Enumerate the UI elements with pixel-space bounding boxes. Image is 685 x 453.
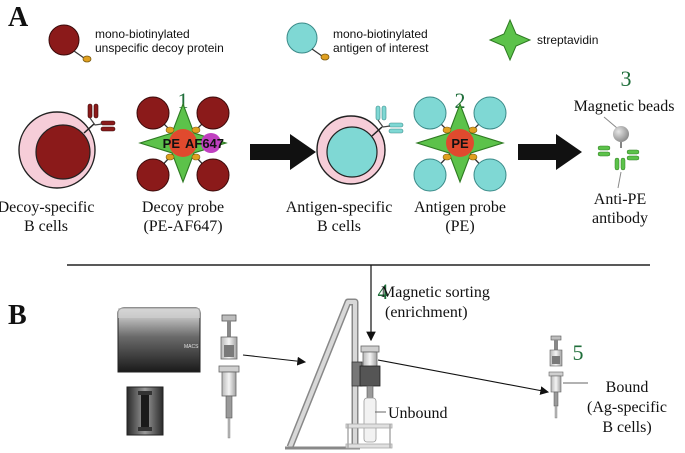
arrow-icon bbox=[377, 359, 550, 395]
step-1-number: 1 bbox=[178, 88, 189, 113]
legend-decoy-line1: mono-biotinylated bbox=[95, 27, 190, 41]
pe-only-tag: PE bbox=[451, 136, 469, 151]
sorting-label-1: Magnetic sorting bbox=[381, 284, 490, 301]
af647-tag: AF647 bbox=[185, 136, 224, 151]
column-icon bbox=[548, 371, 564, 419]
pe-core-icon bbox=[169, 129, 197, 157]
legend-antigen: mono-biotinylated antigen of interest bbox=[286, 22, 429, 61]
streptavidin-icon bbox=[488, 18, 532, 62]
decoy-probe-label-2: (PE-AF647) bbox=[143, 218, 222, 235]
biotin-icon bbox=[320, 53, 330, 61]
column-icon bbox=[218, 365, 240, 439]
syringe-icon bbox=[220, 314, 238, 360]
anti-pe-label-2: antibody bbox=[592, 210, 648, 227]
antigen-cells-label-2: B cells bbox=[317, 218, 361, 235]
legend-decoy-line2: unspecific decoy protein bbox=[95, 41, 224, 55]
bcr-antibody-icon bbox=[83, 103, 116, 134]
step-5-number: 5 bbox=[573, 340, 584, 365]
bcr-antibody-icon bbox=[371, 105, 404, 137]
bound-label-1: Bound bbox=[606, 379, 649, 396]
biotin-icon bbox=[82, 55, 92, 63]
legend-streptavidin: streptavidin bbox=[488, 18, 598, 62]
arrow-icon bbox=[242, 354, 307, 366]
unbound-label: Unbound bbox=[388, 405, 448, 422]
legend-streptavidin-text: streptavidin bbox=[537, 33, 598, 47]
af647-dye-icon bbox=[201, 133, 221, 153]
legend-antigen-line2: antigen of interest bbox=[333, 41, 429, 55]
decoy-probe-label-1: Decoy probe bbox=[142, 199, 224, 216]
collection-tube-rack bbox=[345, 397, 393, 449]
anti-pe-antibody-icon bbox=[597, 142, 640, 171]
sorting-label-2: (enrichment) bbox=[385, 304, 468, 321]
antigen-cells-label-1: Antigen-specific bbox=[286, 199, 393, 216]
decoy-protein-icon bbox=[196, 158, 230, 192]
legend-decoy: mono-biotinylated unspecific decoy prote… bbox=[48, 24, 224, 63]
antigen-probe: PE bbox=[413, 96, 507, 192]
macs-brand-text: MACS bbox=[184, 344, 199, 350]
decoy-protein-icon bbox=[136, 96, 170, 130]
decoy-protein-icon bbox=[196, 96, 230, 130]
decoy-cells-label-1: Decoy-specific bbox=[0, 199, 94, 216]
magnetic-stand bbox=[285, 298, 363, 450]
arrow-icon bbox=[518, 134, 582, 170]
bound-label-3: B cells) bbox=[602, 419, 651, 436]
antigen-icon bbox=[413, 158, 447, 192]
decoy-b-cell bbox=[18, 103, 116, 189]
antigen-icon bbox=[286, 22, 318, 54]
decoy-cells-label-2: B cells bbox=[24, 218, 68, 235]
antigen-b-cell bbox=[316, 105, 404, 185]
panel-b-label: B bbox=[8, 300, 27, 331]
pe-tag: PE bbox=[163, 136, 181, 151]
arrow-icon bbox=[250, 134, 316, 170]
decoy-probe: PE AF647 bbox=[136, 96, 230, 192]
legend-antigen-line1: mono-biotinylated bbox=[333, 27, 428, 41]
step-4-number: 4 bbox=[378, 279, 389, 304]
antigen-nucleus-icon bbox=[326, 126, 378, 178]
decoy-nucleus-icon bbox=[35, 124, 91, 180]
beads-label: Magnetic beads bbox=[574, 98, 675, 115]
antigen-probe-label-2: (PE) bbox=[445, 218, 474, 235]
decoy-protein-icon bbox=[48, 24, 80, 56]
syringe-icon bbox=[549, 335, 563, 367]
antigen-icon bbox=[473, 158, 507, 192]
magnetic-bead-icon bbox=[613, 126, 629, 142]
step-3-number: 3 bbox=[621, 66, 632, 91]
step-2-number: 2 bbox=[455, 88, 466, 113]
decoy-protein-icon bbox=[136, 158, 170, 192]
panel-a-label: A bbox=[8, 2, 29, 33]
bound-label-2: (Ag-specific bbox=[587, 399, 667, 416]
anti-pe-label-1: Anti-PE bbox=[594, 191, 646, 208]
antigen-icon bbox=[413, 96, 447, 130]
magnet-icon bbox=[126, 386, 164, 436]
macs-separator-device: MACS bbox=[117, 307, 201, 373]
pe-core-icon bbox=[446, 129, 474, 157]
antigen-icon bbox=[473, 96, 507, 130]
column-icon bbox=[359, 345, 381, 403]
antigen-probe-label-1: Antigen probe bbox=[414, 199, 506, 216]
